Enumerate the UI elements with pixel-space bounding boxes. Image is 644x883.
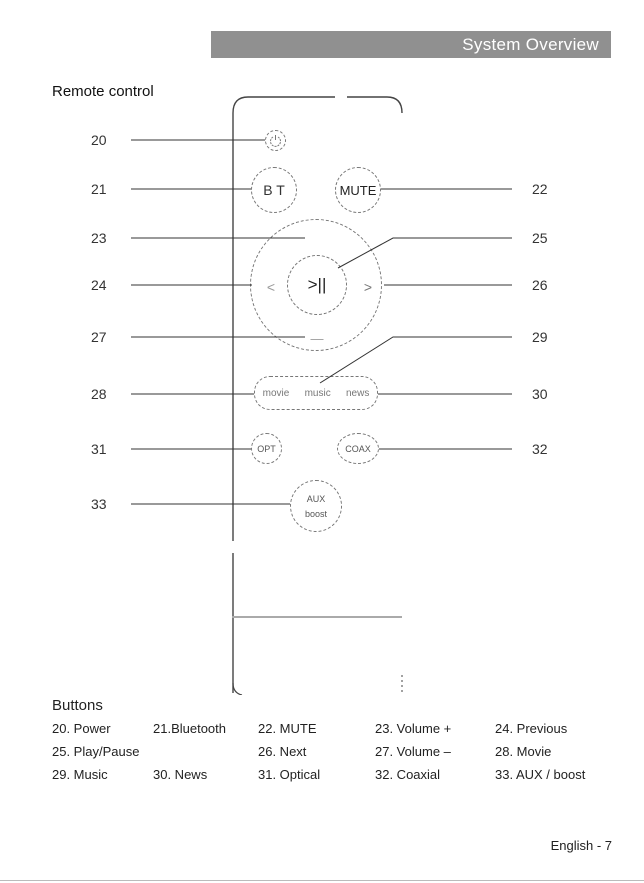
optical-label: OPT xyxy=(257,443,276,454)
power-icon xyxy=(270,135,281,147)
legend-item: 31. Optical xyxy=(258,767,321,782)
callout-29: 29 xyxy=(532,329,548,345)
bottom-edge-divider xyxy=(0,880,644,881)
optical-button[interactable]: OPT xyxy=(251,433,282,464)
legend-item: 28. Movie xyxy=(495,744,552,759)
legend-item: 26. Next xyxy=(258,744,307,759)
bluetooth-label: B T xyxy=(263,182,285,198)
bluetooth-button[interactable]: B T xyxy=(251,167,297,213)
page-number: English - 7 xyxy=(550,838,612,853)
callout-25: 25 xyxy=(532,230,548,246)
legend-item: 29. Music xyxy=(52,767,108,782)
legend-item: 23. Volume + xyxy=(375,721,452,736)
callout-27: 27 xyxy=(91,329,107,345)
callout-24: 24 xyxy=(91,277,107,293)
aux-boost-button[interactable]: AUX boost xyxy=(290,480,342,532)
callout-20: 20 xyxy=(91,132,107,148)
legend-item: 21.Bluetooth xyxy=(153,721,227,736)
header-title: System Overview xyxy=(462,35,599,54)
boost-label: boost xyxy=(304,508,328,519)
aux-label: AUX xyxy=(306,493,326,504)
callout-26: 26 xyxy=(532,277,548,293)
play-pause-label: >|| xyxy=(307,275,327,294)
legend-item: 24. Previous xyxy=(495,721,568,736)
callout-33: 33 xyxy=(91,496,107,512)
legend-item: 20. Power xyxy=(52,721,111,736)
callout-31: 31 xyxy=(91,441,107,457)
movie-button[interactable]: movie xyxy=(262,387,290,399)
volume-down-button[interactable]: — xyxy=(305,328,329,348)
news-button[interactable]: news xyxy=(345,387,370,399)
play-pause-button[interactable]: >|| xyxy=(287,255,347,315)
next-label: > xyxy=(363,279,373,295)
remote-illustration xyxy=(232,96,403,695)
legend-item: 32. Coaxial xyxy=(375,767,441,782)
mode-pill: movie music news xyxy=(254,376,378,410)
previous-label: < xyxy=(266,279,276,295)
page-header: System Overview xyxy=(211,31,611,58)
mute-label: MUTE xyxy=(339,182,377,198)
section-title: Remote control xyxy=(52,83,154,100)
buttons-title: Buttons xyxy=(52,697,103,714)
callout-32: 32 xyxy=(532,441,548,457)
previous-button[interactable]: < xyxy=(260,276,282,298)
mute-button[interactable]: MUTE xyxy=(335,167,381,213)
callout-21: 21 xyxy=(91,181,107,197)
music-button[interactable]: music xyxy=(304,387,331,399)
callout-28: 28 xyxy=(91,386,107,402)
legend-item: 25. Play/Pause xyxy=(52,744,140,759)
callout-23: 23 xyxy=(91,230,107,246)
power-button[interactable] xyxy=(265,130,286,151)
next-button[interactable]: > xyxy=(357,276,379,298)
coaxial-button[interactable]: COAX xyxy=(337,433,379,464)
legend-item: 30. News xyxy=(153,767,208,782)
legend-item: 33. AUX / boost xyxy=(495,767,586,782)
callout-30: 30 xyxy=(532,386,548,402)
callout-22: 22 xyxy=(532,181,548,197)
volume-down-label: — xyxy=(310,330,324,346)
volume-up-button[interactable] xyxy=(305,227,329,247)
legend-item: 22. MUTE xyxy=(258,721,317,736)
coaxial-label: COAX xyxy=(345,443,371,454)
legend-item: 27. Volume – xyxy=(375,744,451,759)
